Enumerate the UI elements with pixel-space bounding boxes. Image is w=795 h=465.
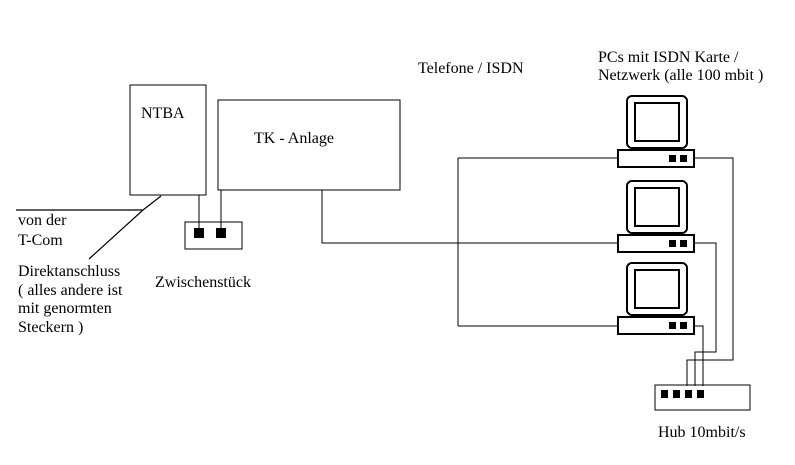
cable-pc2-to-hub	[694, 242, 717, 386]
adapter-box	[184, 221, 243, 250]
tk-anlage-label: TK - Anlage	[254, 130, 334, 147]
von-der-label-line1: von der	[18, 212, 67, 229]
pcs-label-line2: Netzwerk (alle 100 mbit )	[598, 67, 763, 84]
zwischenstueck-label: Zwischenstück	[155, 274, 251, 291]
pc-1-drive-left	[669, 155, 676, 162]
pc-2-icon	[617, 180, 695, 253]
pc-2-drive-right	[680, 240, 687, 247]
direktanschluss-note-line3: mit genormten	[18, 300, 112, 317]
pc-1-drive-right	[680, 155, 687, 162]
pc-2-screen	[634, 187, 680, 227]
pc-1-icon	[617, 95, 695, 168]
hub-icon	[654, 384, 751, 411]
pc-2-drive-left	[669, 240, 676, 247]
hub-box	[654, 384, 751, 411]
pc-3-drive-left	[669, 322, 676, 329]
adapter-plug-right	[216, 228, 226, 238]
hub-port-2	[673, 390, 680, 398]
pc-3-drive-right	[680, 322, 687, 329]
direktanschluss-note-line2: ( alles andere ist	[18, 282, 123, 299]
cable-pc3-to-hub	[694, 325, 704, 386]
hub-label: Hub 10mbit/s	[658, 424, 746, 441]
pc-1-monitor	[626, 95, 688, 149]
pc-1-screen	[634, 102, 680, 142]
hub-port-4	[697, 390, 704, 398]
cable-pc1-to-hub	[686, 157, 734, 386]
direktanschluss-note-line1: Direktanschluss	[18, 263, 120, 280]
cable-tcom-to-ntba	[16, 195, 162, 211]
pc-3-screen	[634, 269, 680, 309]
adapter-plug-left	[194, 228, 204, 238]
telefone-isdn-label: Telefone / ISDN	[418, 60, 524, 77]
direktanschluss-note-line4: Steckern )	[18, 319, 83, 336]
pc-3-monitor	[626, 262, 688, 316]
tk-anlage-box	[217, 99, 401, 191]
ntba-label: NTBA	[141, 105, 185, 122]
direktanschluss-pointer-line	[88, 209, 144, 260]
cable-tk-to-pc2	[321, 190, 618, 244]
hub-port-3	[685, 390, 692, 398]
von-der-label-line2: T-Com	[18, 232, 63, 249]
pcs-label-line1: PCs mit ISDN Karte /	[598, 49, 739, 66]
pc-2-monitor	[626, 180, 688, 234]
ntba-box	[129, 84, 207, 196]
hub-port-1	[661, 390, 668, 398]
zwischenstueck-adapter	[184, 190, 243, 250]
pc-3-icon	[617, 262, 695, 335]
